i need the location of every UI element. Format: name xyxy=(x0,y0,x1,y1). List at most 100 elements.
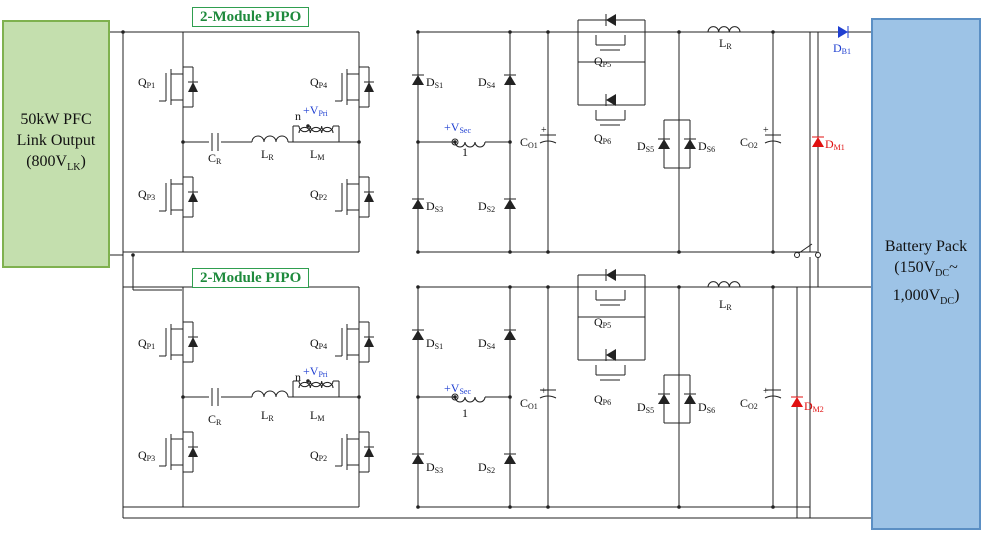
diode-ds3-top xyxy=(412,198,424,209)
source-line-2: Link Output xyxy=(16,132,96,150)
label-qp3-top: QP3 xyxy=(138,187,156,203)
diode-ds5-ds6-bottom xyxy=(663,374,691,424)
module-wiring-top xyxy=(123,31,361,253)
label-qp6-top: QP6 xyxy=(594,131,612,147)
label-ds3-bottom: DS3 xyxy=(426,460,444,476)
label-ds2-bottom: DS2 xyxy=(478,460,496,476)
label-qp5-bottom: QP5 xyxy=(594,315,612,331)
label-ds6-top: DS6 xyxy=(698,139,716,155)
label-qp2-bottom: QP2 xyxy=(310,448,328,464)
label-ds1-bottom: DS1 xyxy=(426,336,444,352)
switch-qp3-bottom xyxy=(159,397,198,507)
diode-ds5-ds6-top xyxy=(663,119,691,169)
label-lm-top: LM xyxy=(310,147,325,163)
label-lr-output-bottom: LR xyxy=(719,297,732,313)
diode-ds1-bottom xyxy=(412,329,424,340)
module-title-top: 2-Module PIPO xyxy=(192,7,310,27)
label-ds4-bottom: DS4 xyxy=(478,336,496,352)
label-cr-top: CR xyxy=(208,151,222,167)
label-db1: DB1 xyxy=(833,41,852,57)
output-inductor-lr-bottom xyxy=(700,281,741,288)
label-ds1-top: DS1 xyxy=(426,75,444,91)
cap-plus-co1-top: + xyxy=(541,125,547,136)
body-diode-qp6-bottom xyxy=(605,349,616,361)
label-ds6-bottom: DS6 xyxy=(698,400,716,416)
diode-ds5-bottom xyxy=(658,393,670,404)
diode-ds4-bottom xyxy=(504,329,516,340)
diode-ds2-top xyxy=(504,198,516,209)
cap-plus-co2-bottom: + xyxy=(763,386,769,397)
capacitor-co2-top xyxy=(764,134,782,144)
label-qp2-top: QP2 xyxy=(310,187,328,203)
label-qp4-top: QP4 xyxy=(310,75,328,91)
diode-ds4-top xyxy=(504,74,516,85)
resonant-capacitor-cr-bottom xyxy=(211,388,219,406)
switch-qp5-qp6-bottom xyxy=(560,274,646,381)
label-turns-n-bottom: n xyxy=(295,370,301,384)
label-cr-bottom: CR xyxy=(208,412,222,428)
module-wiring-bottom xyxy=(123,286,361,508)
diode-ds3-bottom xyxy=(412,453,424,464)
battery-pack-block: Battery Pack (150VDC~ 1,000VDC) xyxy=(871,18,981,530)
label-dm1: DM1 xyxy=(825,137,845,153)
label-lr-primary-top: LR xyxy=(261,147,274,163)
switch-qp5-qp6-top xyxy=(560,19,646,126)
battery-line-3: 1,000VDC) xyxy=(892,286,960,307)
diode-ds2-bottom xyxy=(504,453,516,464)
label-vsec-top: +VSec xyxy=(444,120,471,136)
body-diode-qp5-top xyxy=(605,14,616,26)
label-co2-top: CO2 xyxy=(740,135,758,151)
battery-line-2: (150VDC~ xyxy=(894,259,958,280)
switch-qp1-bottom xyxy=(159,287,198,397)
switch-qp4-bottom xyxy=(335,287,374,397)
label-ds5-top: DS5 xyxy=(637,139,655,155)
pfc-link-source-block: 50kW PFC Link Output (800VLK) xyxy=(2,20,110,268)
label-ds2-top: DS2 xyxy=(478,199,496,215)
input-bus xyxy=(110,30,810,519)
label-turns-1-bottom: 1 xyxy=(462,406,468,420)
battery-line-1: Battery Pack xyxy=(884,238,968,256)
cap-plus-co2-top: + xyxy=(763,125,769,136)
module-title-bottom: 2-Module PIPO xyxy=(192,268,310,288)
switch-qp1-top xyxy=(159,32,198,142)
secondary-wiring-top xyxy=(416,30,872,254)
label-qp1-top: QP1 xyxy=(138,75,156,91)
label-ds3-top: DS3 xyxy=(426,199,444,215)
label-turns-1-top: 1 xyxy=(462,145,468,159)
label-ds5-bottom: DS5 xyxy=(637,400,655,416)
label-vpri-bottom: +VPri xyxy=(303,364,328,380)
label-qp1-bottom: QP1 xyxy=(138,336,156,352)
source-line-1: 50kW PFC xyxy=(20,111,92,129)
diode-db1 xyxy=(838,26,849,38)
diode-dm1 xyxy=(812,136,824,147)
cap-plus-co1-bottom: + xyxy=(541,386,547,397)
label-qp5-top: QP5 xyxy=(594,54,612,70)
body-diode-qp5-bottom xyxy=(605,269,616,281)
label-lr-output-top: LR xyxy=(719,36,732,52)
switch-qp2-top xyxy=(335,142,374,252)
label-turns-n-top: n xyxy=(295,109,301,123)
switch-qp3-top xyxy=(159,142,198,252)
body-diode-qp6-top xyxy=(605,94,616,106)
capacitor-co2-bottom xyxy=(764,389,782,399)
label-qp6-bottom: QP6 xyxy=(594,392,612,408)
capacitor-co1-bottom xyxy=(539,389,557,399)
output-inductor-lr-top xyxy=(700,26,741,33)
diode-dm2 xyxy=(791,396,803,407)
label-dm2: DM2 xyxy=(804,399,824,415)
diode-ds6-bottom xyxy=(684,393,696,404)
output-paths xyxy=(773,32,872,519)
label-co1-bottom: CO1 xyxy=(520,396,538,412)
secondary-wiring-bottom xyxy=(416,285,872,509)
source-line-3: (800VLK) xyxy=(26,153,86,174)
label-qp3-bottom: QP3 xyxy=(138,448,156,464)
capacitor-co1-top xyxy=(539,134,557,144)
resonant-capacitor-cr-top xyxy=(211,133,219,151)
label-ds4-top: DS4 xyxy=(478,75,496,91)
switch-qp4-top xyxy=(335,32,374,142)
switch-qp2-bottom xyxy=(335,397,374,507)
label-vsec-bottom: +VSec xyxy=(444,381,471,397)
diode-ds5-top xyxy=(658,138,670,149)
label-co2-bottom: CO2 xyxy=(740,396,758,412)
